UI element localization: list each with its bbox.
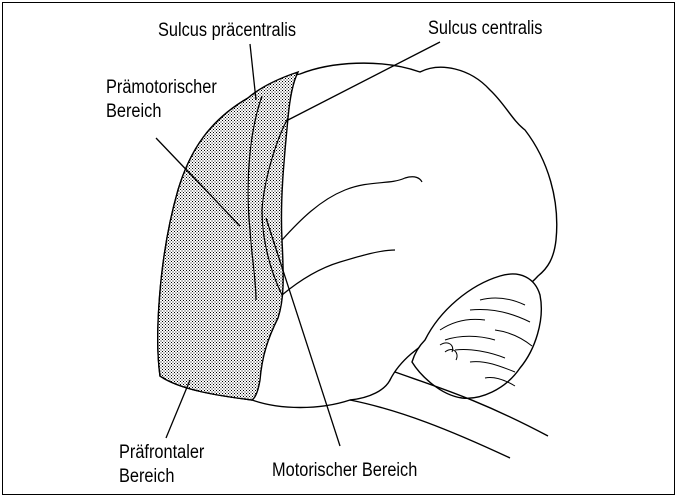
label-motorischer: Motorischer Bereich: [272, 460, 417, 481]
label-praemotorischer-line1: Prämotorischer: [106, 77, 217, 98]
label-sulcus-praecentralis: Sulcus präcentralis: [158, 20, 296, 41]
label-praefrontaler-line1: Präfrontaler: [119, 442, 204, 463]
label-praefrontaler-line2: Bereich: [119, 466, 174, 487]
label-praemotorischer-line2: Bereich: [106, 101, 161, 122]
label-sulcus-centralis: Sulcus centralis: [428, 18, 542, 39]
